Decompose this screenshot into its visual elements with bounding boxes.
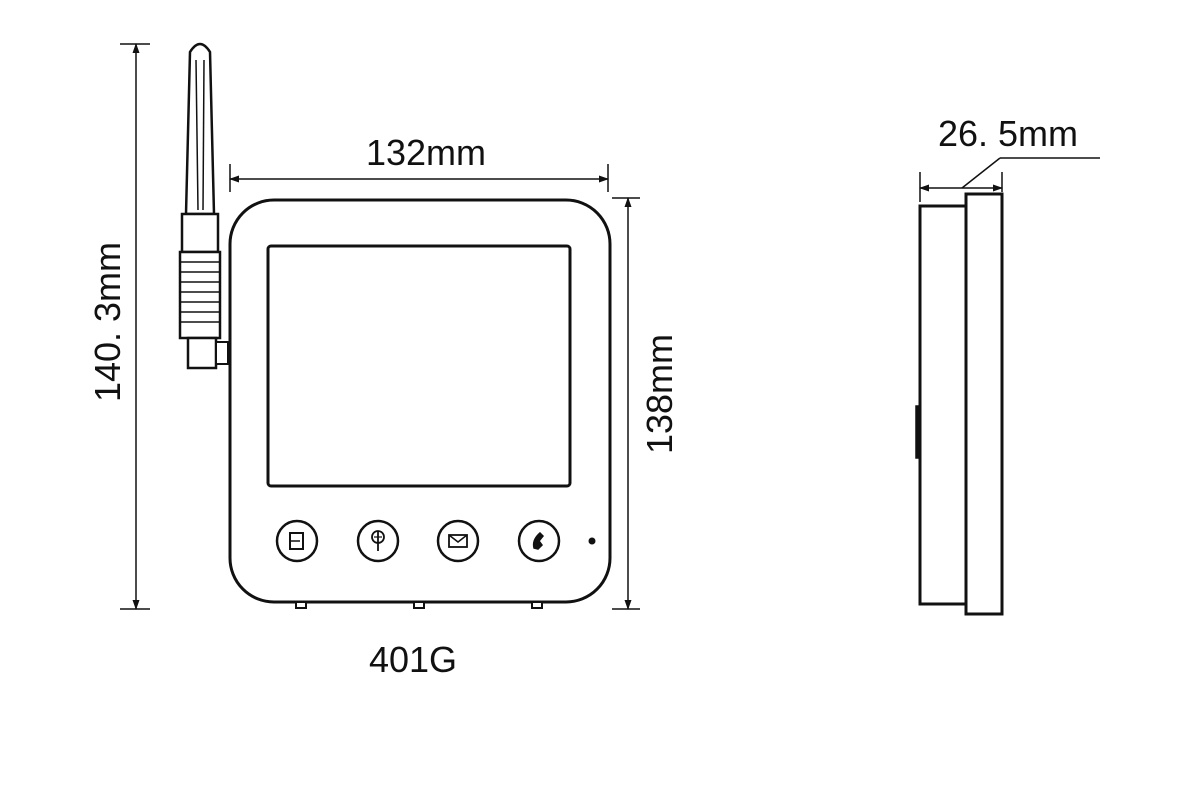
- square-outline-icon: [289, 532, 304, 550]
- button-3: [436, 519, 480, 563]
- led-dot-icon: [588, 537, 596, 545]
- button-2: [356, 519, 400, 563]
- body-height-label: 138mm: [639, 334, 680, 454]
- dimension-lines-front: [120, 43, 640, 610]
- model-label: 401G: [369, 639, 457, 680]
- side-back-plate: [918, 204, 968, 606]
- display-screen: [266, 244, 572, 488]
- side-front-plate: [964, 192, 1004, 616]
- dimension-lines-side: [919, 157, 1100, 202]
- phone-handset-icon: [532, 531, 545, 550]
- button-4: [517, 519, 561, 563]
- width-label: 132mm: [366, 132, 486, 173]
- bottom-feet: [295, 601, 543, 609]
- envelope-icon: [448, 534, 468, 548]
- front-view: [178, 42, 612, 609]
- side-tab: [915, 405, 921, 459]
- antenna: [178, 42, 229, 370]
- button-1: [275, 519, 319, 563]
- signal-antenna-icon: [371, 530, 385, 551]
- total-height-label: 140. 3mm: [87, 242, 128, 402]
- depth-label: 26. 5mm: [938, 113, 1078, 154]
- side-view: [915, 192, 1004, 616]
